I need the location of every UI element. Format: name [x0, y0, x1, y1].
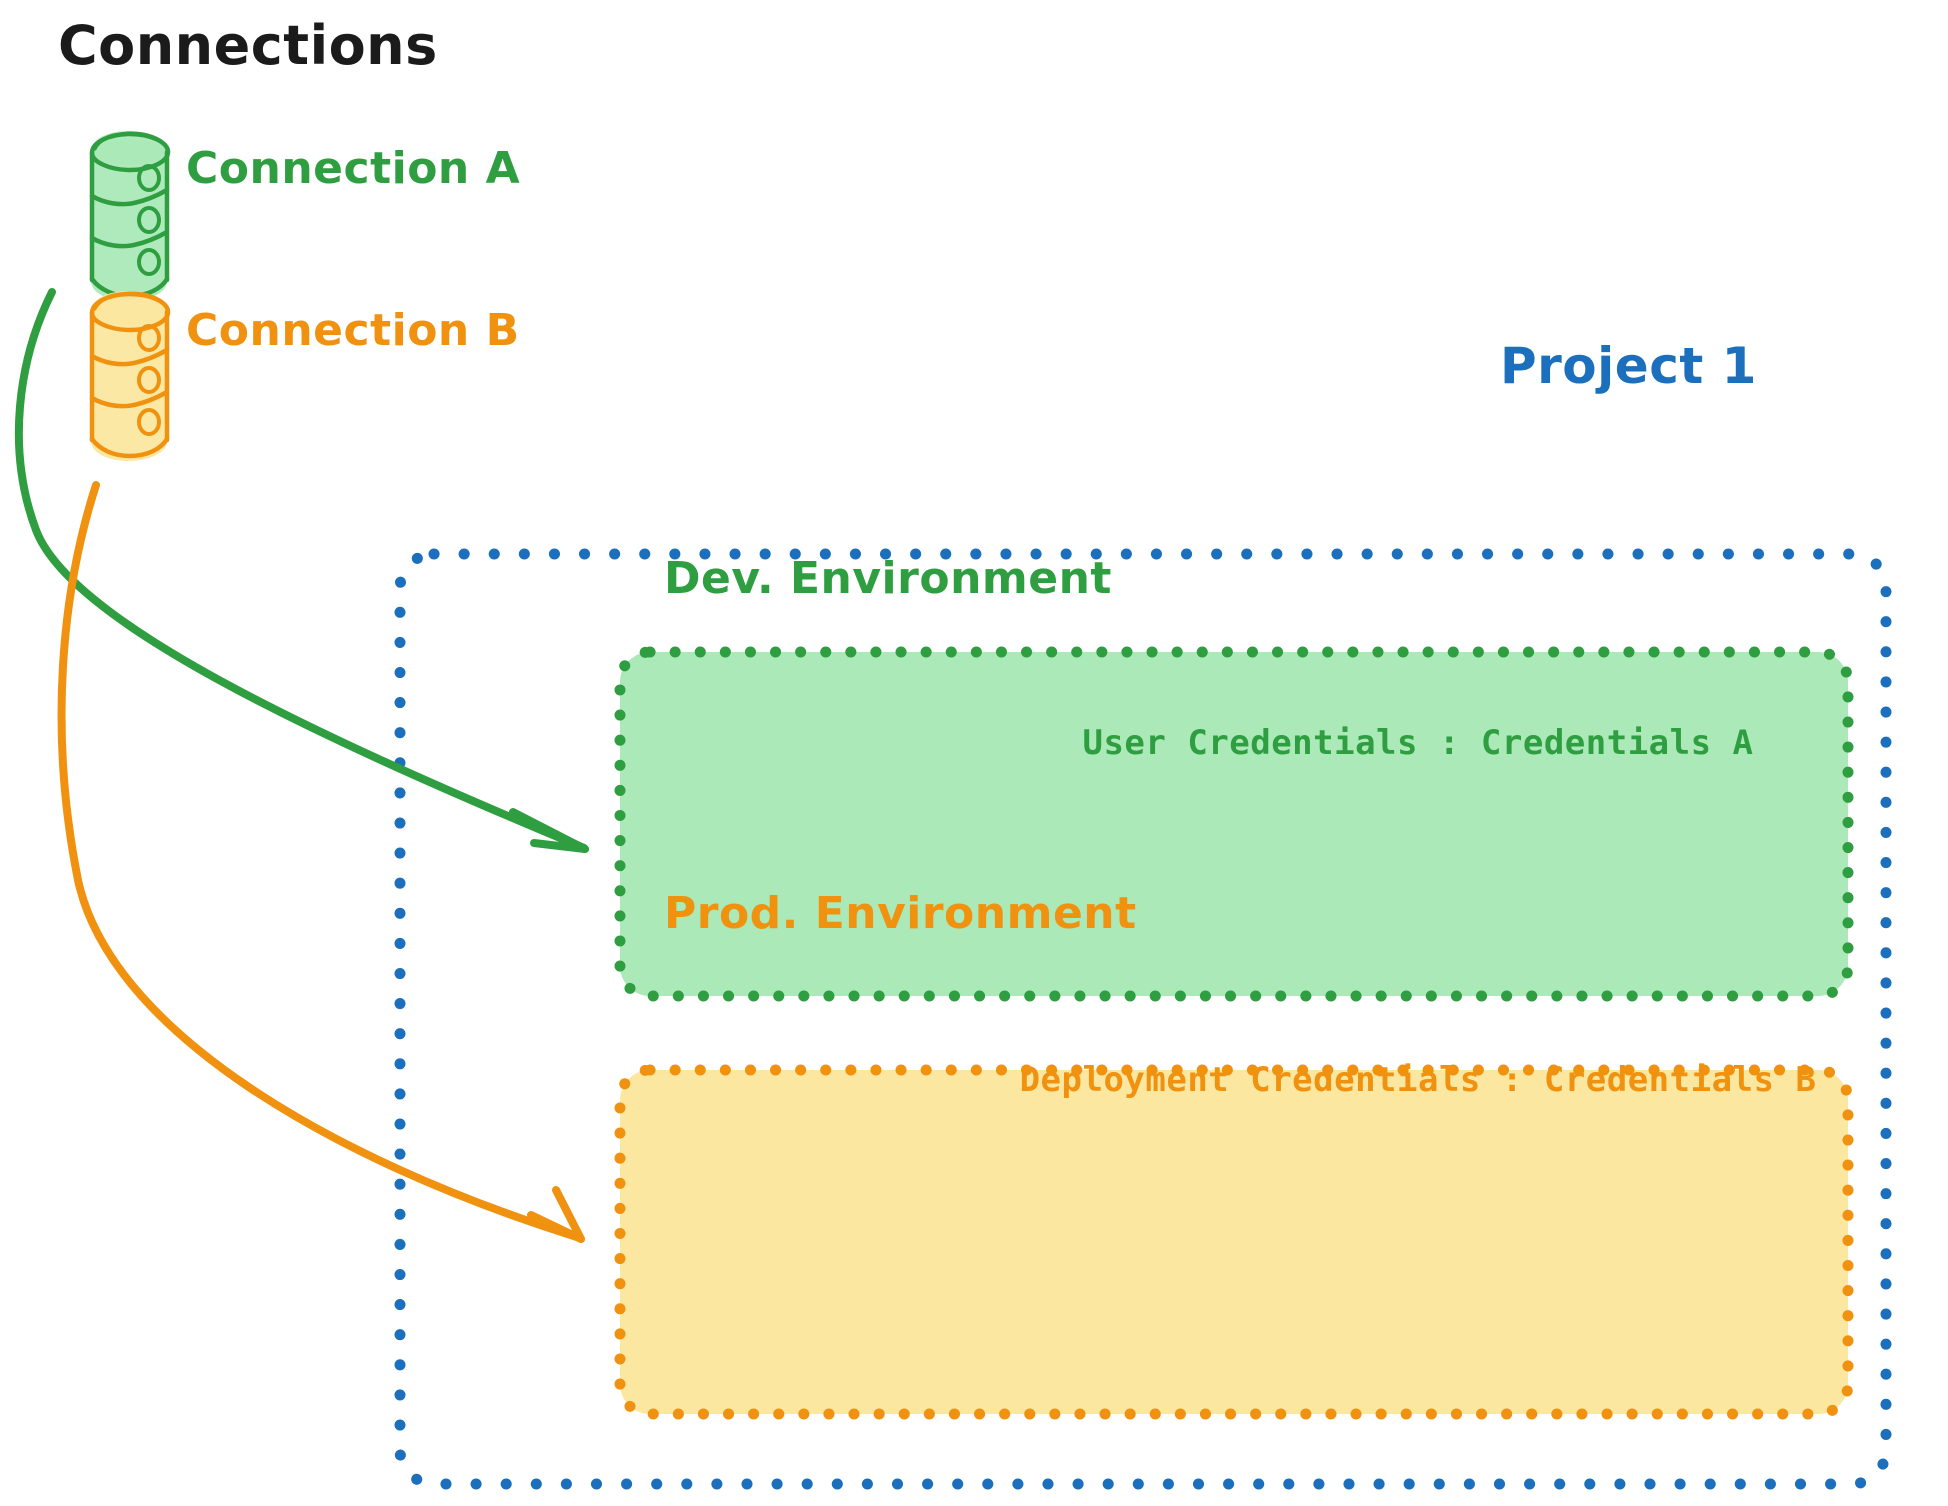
page-title: Connections: [58, 14, 438, 77]
connection-a-label[interactable]: Connection A: [186, 143, 521, 194]
database-cylinder-icon-a: [89, 131, 171, 301]
project-container-box: [394, 548, 1892, 1490]
database-cylinder-icon-b: [89, 291, 171, 461]
arrow-connection-b-to-prod: [57, 481, 585, 1243]
prod-environment-box: [614, 1064, 1854, 1420]
dev-environment-box: [614, 646, 1854, 1002]
prod-environment-title: Prod. Environment: [664, 888, 1137, 939]
dev-environment-credentials: User Credentials : Credentials A: [1082, 723, 1754, 763]
connection-b-label[interactable]: Connection B: [186, 305, 520, 356]
arrow-connection-a-to-dev: [14, 288, 589, 853]
project-title-label: Project 1: [1500, 337, 1757, 395]
prod-environment-credentials: Deployment Credentials : Credentials B: [1019, 1060, 1817, 1100]
dev-environment-title: Dev. Environment: [664, 553, 1112, 604]
